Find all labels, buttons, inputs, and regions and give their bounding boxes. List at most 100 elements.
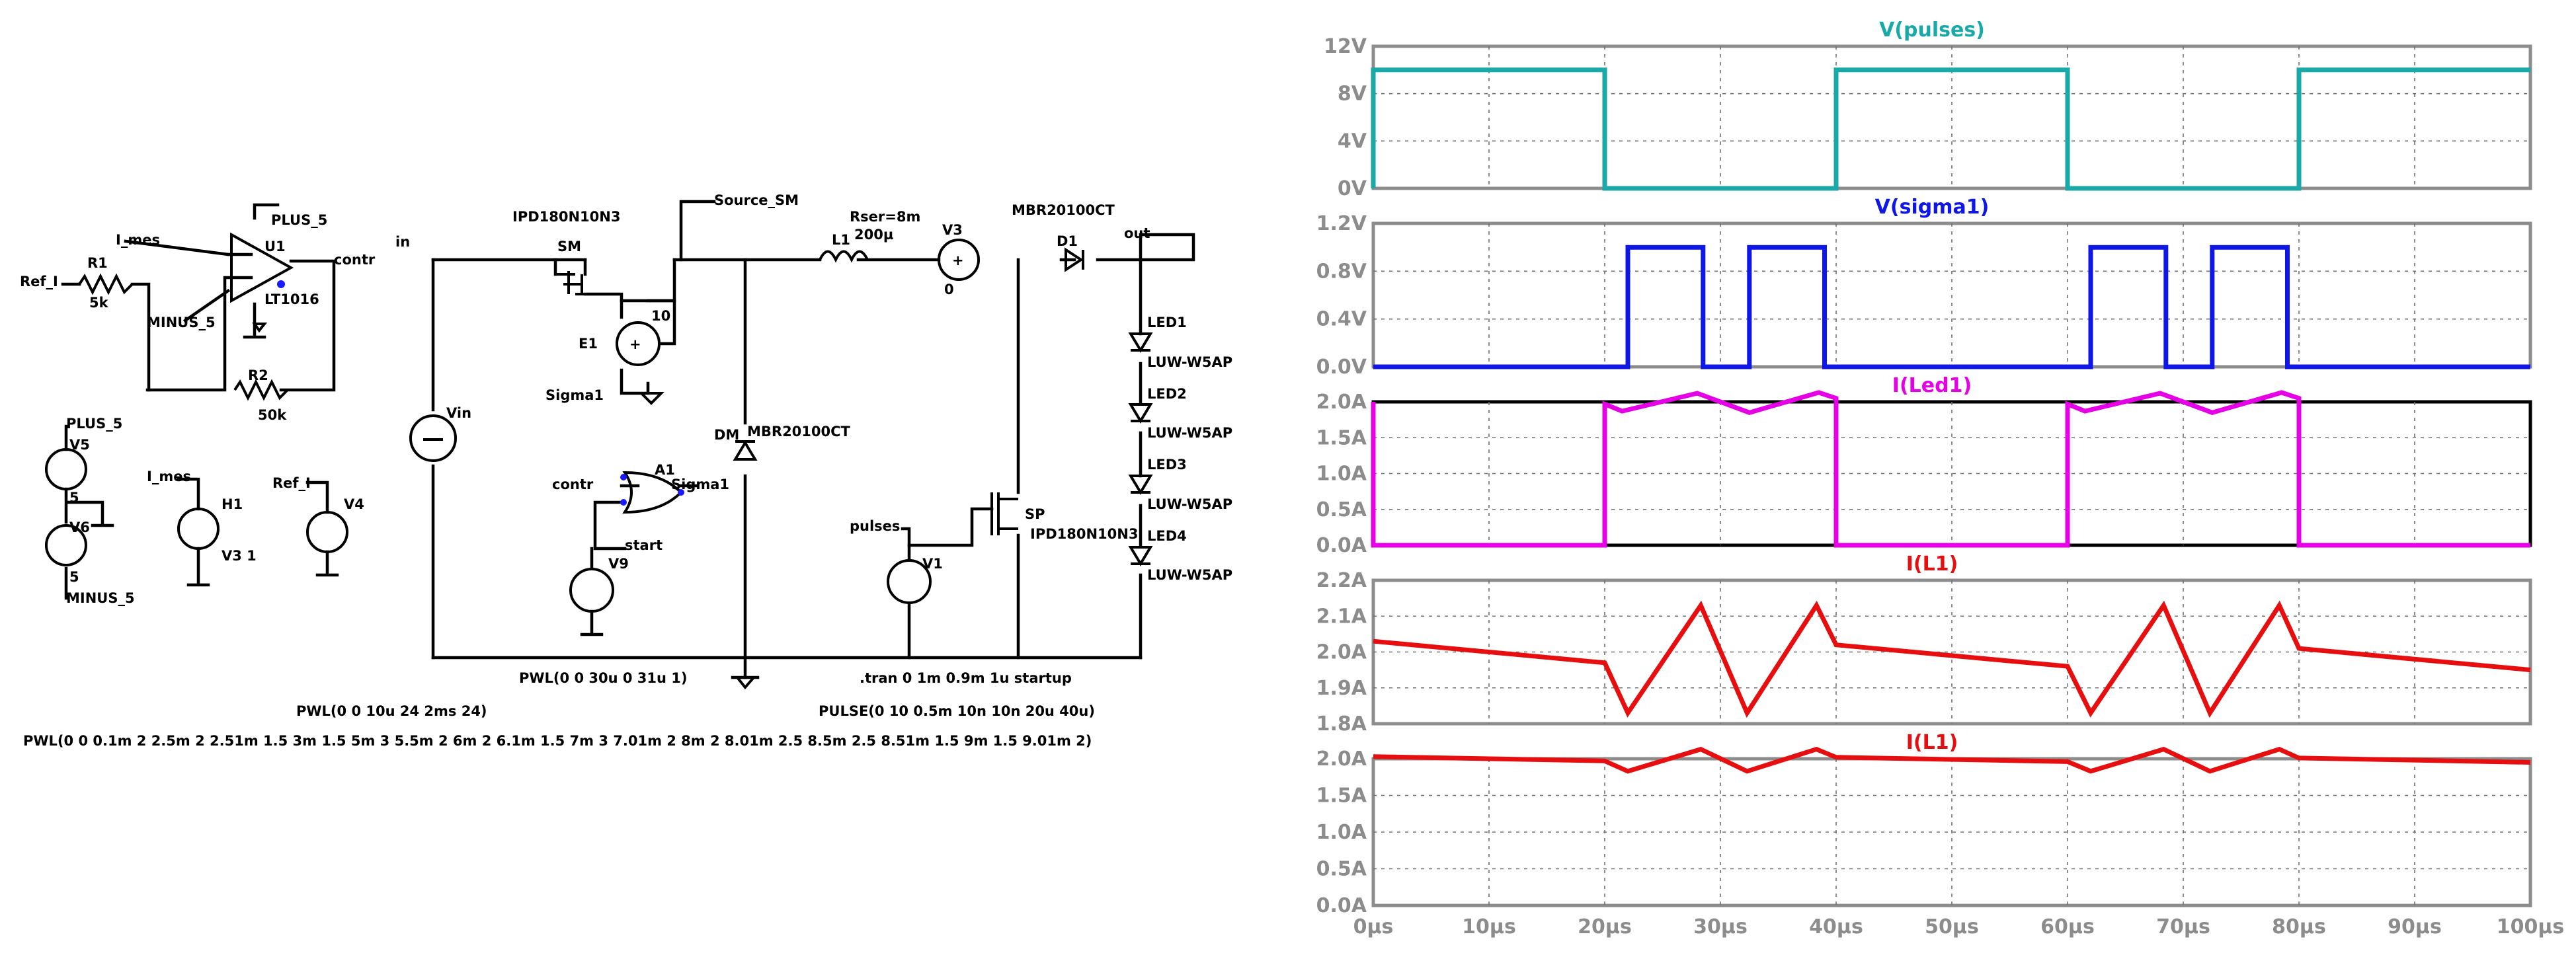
label-rser: Rser=8m xyxy=(850,209,920,225)
x-tick-label: 60µs xyxy=(2040,915,2095,939)
comparator-u1-symbol xyxy=(230,232,294,303)
label-d1: D1 xyxy=(1057,233,1078,249)
trace-title[interactable]: I(L1) xyxy=(1906,553,1958,576)
label-led3-model: LUW-W5AP xyxy=(1147,496,1232,512)
label-v3-value: 0 xyxy=(944,282,954,297)
trace-title[interactable]: V(sigma1) xyxy=(1875,196,1990,219)
label-minus5-v6: MINUS_5 xyxy=(66,590,135,606)
diode-dm-symbol xyxy=(733,440,758,461)
trace-title[interactable]: I(L1) xyxy=(1906,731,1958,754)
svg-text:+: + xyxy=(629,336,641,352)
y-tick-label: 0.5A xyxy=(1316,858,1367,881)
trace-line xyxy=(1373,245,2530,369)
label-r2-value: 50k xyxy=(258,407,287,423)
label-vin: Vin xyxy=(446,405,471,421)
label-sigma1-a1: Sigma1 xyxy=(671,477,729,492)
x-tick-label: 20µs xyxy=(1578,915,1632,939)
label-led4-model: LUW-W5AP xyxy=(1147,567,1232,583)
label-plus5-v5: PLUS_5 xyxy=(66,416,122,432)
y-tick-label: 0.5A xyxy=(1316,498,1367,521)
label-led4: LED4 xyxy=(1147,528,1187,544)
trace-title[interactable]: I(Led1) xyxy=(1892,374,1972,397)
label-mbr-dm: MBR20100CT xyxy=(747,424,851,440)
label-led2: LED2 xyxy=(1147,386,1187,402)
label-mbr-top: MBR20100CT xyxy=(1012,202,1115,218)
label-pwl-24: PWL(0 0 10u 24 2ms 24) xyxy=(296,703,487,719)
label-led2-model: LUW-W5AP xyxy=(1147,425,1232,441)
source-v3-symbol xyxy=(938,239,980,281)
source-v1-symbol xyxy=(887,559,932,604)
y-tick-label: 2.2A xyxy=(1316,569,1367,592)
y-tick-label: 0.0A xyxy=(1316,894,1367,917)
y-tick-label: 0.0V xyxy=(1316,356,1367,379)
x-tick-label: 50µs xyxy=(1925,915,1979,939)
y-tick-label: 2.0A xyxy=(1316,641,1367,664)
mosfet-sm-symbol xyxy=(555,271,595,295)
x-tick-label: 80µs xyxy=(2272,915,2326,939)
label-dm: DM xyxy=(714,427,739,443)
trace-line xyxy=(1371,67,2530,191)
x-tick-label: 30µs xyxy=(1693,915,1748,939)
label-sm: SM xyxy=(557,239,581,254)
label-ipd-sp: IPD180N10N3 xyxy=(1030,526,1138,542)
y-tick-label: 1.0A xyxy=(1316,821,1367,844)
diode-d1-symbol xyxy=(1065,247,1084,272)
label-i-mes-top: I_mes xyxy=(116,232,160,248)
y-tick-label: 0.4V xyxy=(1316,308,1367,331)
source-v6-symbol xyxy=(45,524,87,566)
label-led3: LED3 xyxy=(1147,457,1187,473)
label-v6: V6 xyxy=(69,519,90,535)
y-tick-label: 1.9A xyxy=(1316,677,1367,700)
label-ipd-top: IPD180N10N3 xyxy=(512,209,620,225)
trace-line xyxy=(1373,746,2531,774)
label-v4: V4 xyxy=(344,496,364,512)
led3-symbol xyxy=(1128,475,1153,495)
label-h1: H1 xyxy=(221,496,243,512)
label-pulse: PULSE(0 10 0.5m 10n 10n 20u 40u) xyxy=(819,703,1095,719)
y-tick-label: 1.5A xyxy=(1316,785,1367,808)
label-pulses: pulses xyxy=(850,518,900,534)
plot-pane-2[interactable]: 0.0V0.4V0.8V1.2VV(sigma1) xyxy=(1316,196,2532,379)
source-h1-symbol xyxy=(177,508,220,550)
led1-symbol xyxy=(1128,332,1153,353)
label-v5: V5 xyxy=(69,437,90,453)
label-ref-i-v4: Ref_I xyxy=(272,475,311,491)
label-u1: U1 xyxy=(264,239,286,254)
label-contr: contr xyxy=(334,252,376,268)
resistor-r2-symbol xyxy=(233,379,289,401)
y-tick-label: 0.0A xyxy=(1316,534,1367,557)
label-lt1016: LT1016 xyxy=(264,291,319,307)
label-l1: L1 xyxy=(832,232,850,248)
x-tick-label: 0µs xyxy=(1353,915,1394,939)
y-tick-label: 4V xyxy=(1338,130,1367,153)
label-v3: V3 xyxy=(942,222,963,238)
svg-text:+: + xyxy=(952,252,964,268)
label-plus5-top: PLUS_5 xyxy=(271,212,327,228)
plot-pane-3[interactable]: 0.0A0.5A1.0A1.5A2.0AI(Led1) xyxy=(1316,374,2532,557)
source-vin-symbol xyxy=(409,414,457,462)
label-pwl-long: PWL(0 0 0.1m 2 2.5m 2 2.51m 1.5 3m 1.5 5… xyxy=(23,733,1092,749)
label-led1-model: LUW-W5AP xyxy=(1147,354,1232,370)
y-tick-label: 1.0A xyxy=(1316,463,1367,486)
circuit-schematic: + + xyxy=(20,192,1232,749)
led2-symbol xyxy=(1128,403,1153,424)
trace-title[interactable]: V(pulses) xyxy=(1879,19,1985,42)
plot-pane-4[interactable]: 1.8A 1.9A 2.0A 2.1A 2.2A I(L1) xyxy=(1316,553,2532,736)
y-tick-label: 1.5A xyxy=(1316,426,1367,449)
y-tick-label: 0V xyxy=(1338,177,1367,200)
label-h1-value: V3 1 xyxy=(221,548,257,564)
y-tick-label: 1.8A xyxy=(1316,712,1367,736)
source-e1-symbol xyxy=(616,321,661,366)
label-sp: SP xyxy=(1025,506,1045,522)
label-out: out xyxy=(1124,225,1150,241)
label-l1-value: 200µ xyxy=(854,227,893,243)
y-tick-label: 2.1A xyxy=(1316,605,1367,628)
schematic-labels: IPD180N10N3 Source_SM Rser=8m MBR20100CT… xyxy=(20,192,1232,749)
source-v5-symbol xyxy=(45,448,87,490)
source-v9-symbol xyxy=(569,568,614,613)
label-i-mes-h1: I_mes xyxy=(147,469,191,484)
label-r2: R2 xyxy=(248,367,268,383)
x-tick-label: 40µs xyxy=(1809,915,1863,939)
